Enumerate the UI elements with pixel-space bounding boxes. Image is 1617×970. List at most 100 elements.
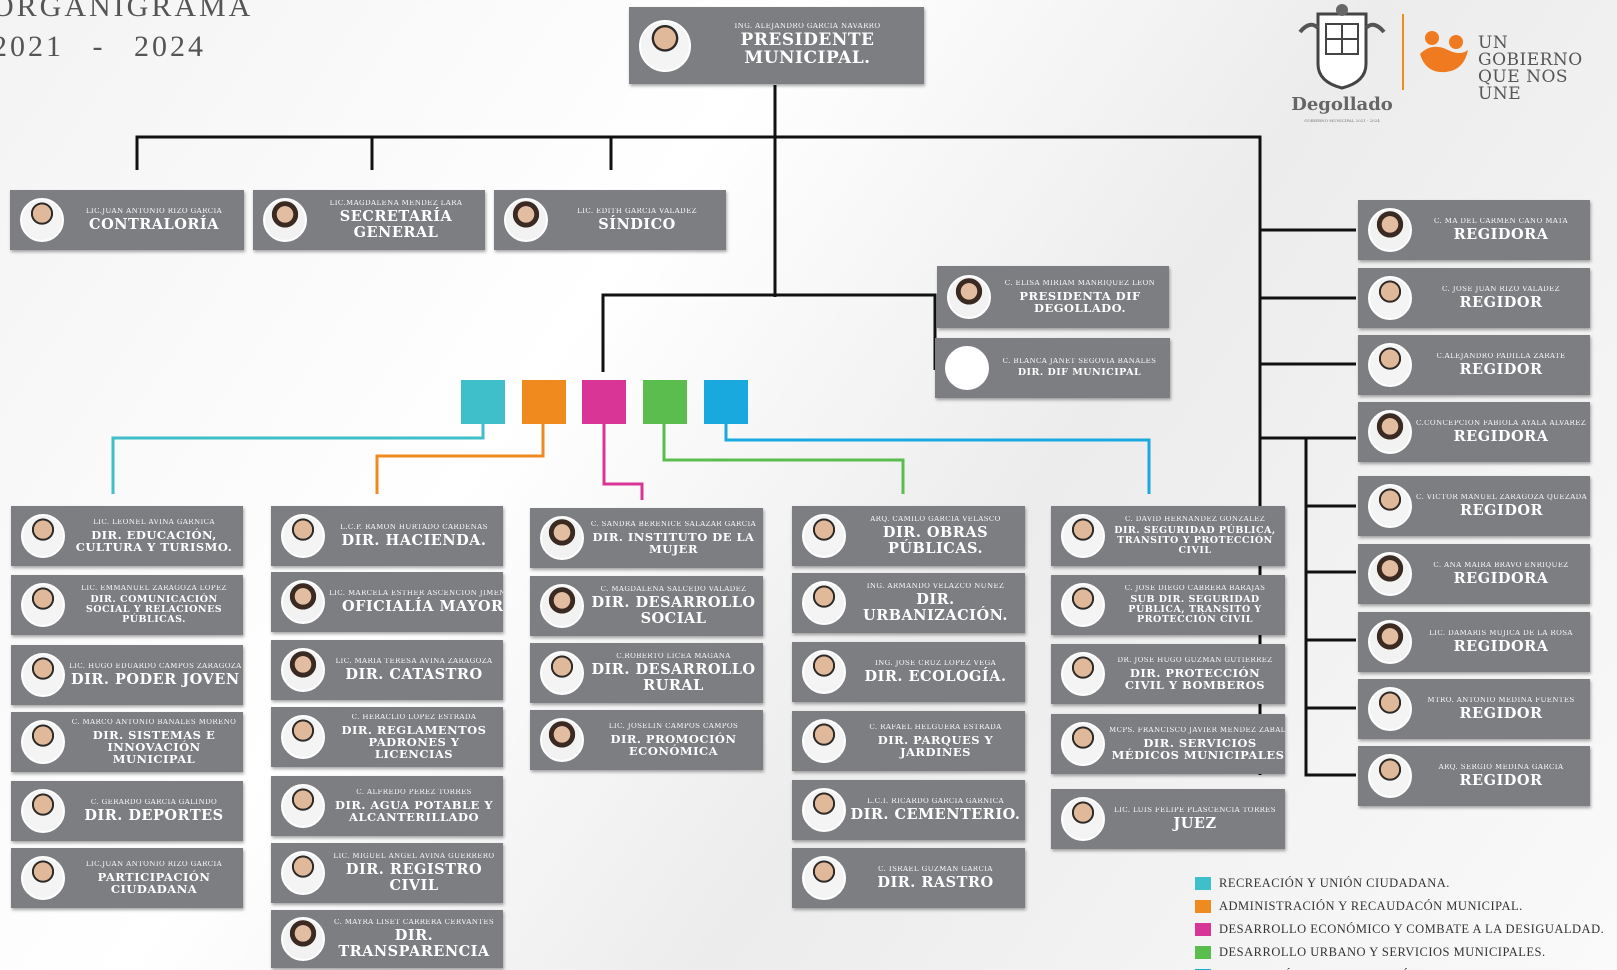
card-name: DR. JOSÉ HUGO GUZMÁN GUTIÉRREZ [1117,657,1273,665]
brand-divider [1402,14,1404,90]
card-name: LIC. MARÍA TERESA AVIÑA ZARAGOZA [335,657,493,665]
avatar [1368,620,1412,664]
card-role: DIR. DESARROLLO RURAL [591,661,756,694]
card-role: SECRETARÍA GENERAL [339,208,453,241]
card-role: SUB DIR. SEGURIDAD PÚBLICA, TRANSITO Y P… [1128,593,1262,625]
card-role: PRESIDENTA DIF DEGOLLADO. [1019,288,1141,315]
municipal-seal-logo [1290,2,1394,90]
legend-item: ADMINISTRACIÓN Y RECAUDACÓN MUNICIPAL. [1195,899,1523,914]
card-presidente-municipal: ING. ALEJANDRO GARCÍA NAVARRO PRESIDENTE… [629,7,924,84]
avatar [21,653,65,697]
legend-label: RECREACIÓN Y UNIÓN CIUDADANA. [1219,876,1450,890]
card-role: CONTRALORÍA [89,216,219,234]
avatar [281,917,325,961]
card-name: ING. ARMANDO VELAZCO NÚÑEZ [866,583,1005,591]
legend-item: RECREACIÓN Y UNIÓN CIUDADANA. [1195,876,1450,891]
category-square-orange [522,380,566,424]
card-role: DIR. PROTECCIÓN CIVIL Y BOMBEROS [1124,665,1266,692]
page-years: 2021 - 2024 [0,30,206,63]
card-name: LIC.MAGDALENA MÉNDEZ LARA [329,200,463,208]
card-name: C.ROBERTO LICEA MAGAÑA [616,653,731,661]
card-role: DIR. CATASTRO [345,666,483,684]
card-role: DIR. INSTITUTO DE LA MUJER [592,529,755,556]
avatar [1061,652,1105,696]
card-role: JUEZ [1173,815,1217,833]
avatar [281,580,325,624]
card-name: C. JOSÉ JUAN RIZO VALADEZ [1442,285,1560,293]
card-name: C.CONCEPCIÓN FABIOLA AYALA ÁLVAREZ [1416,419,1587,427]
slogan: UN GOBIERNO QUE NOS UNE [1478,35,1617,103]
card-role: DIR. URBANIZACIÓN. [863,591,1008,624]
avatar [20,198,64,242]
card-role: DIR. SERVICIOS MÉDICOS MUNICIPALES. [1111,735,1285,762]
avatar [802,514,846,558]
avatar [947,275,991,319]
card-role: REGIDOR [1459,294,1543,312]
card-name: C. RAFAEL HELGUERA ESTRADA [869,724,1002,732]
legend-item: DESARROLLO ECONÓMICO Y COMBATE A LA DESI… [1195,922,1604,937]
legend-swatch [1195,877,1211,890]
card-name: L.C.I. RICARDO GARCÍA GARNICA [867,797,1004,805]
avatar [945,346,989,390]
card-name: LIC. EDITH GARCÍA VALADEZ [577,207,697,215]
card-name: L.C.P. RAMÓN HURTADO CÁRDENAS [340,523,488,531]
card-role: DIR. REGISTRO CIVIL [345,861,483,894]
card-role: DIR. RASTRO [877,874,994,892]
avatar [540,718,584,762]
category-square-magenta [582,380,626,424]
avatar [1368,276,1412,320]
municipality-name: Degollado [1291,94,1393,115]
card-name: C.ALEJANDRO PADILLA ZÁRATE [1436,352,1566,360]
card-name: C. DAVID HERNÁNDEZ GONZALEZ [1125,516,1265,524]
legend-swatch [1195,923,1211,936]
card-name: LIC. MARCELA ESTHER ASCENCIÓN JIMÉNEZ [329,589,503,597]
card-role: REGIDORA [1453,638,1549,656]
avatar [540,651,584,695]
legend-item: DESARROLLO URBANO Y SERVICIOS MUNICIPALE… [1195,945,1546,960]
card-role: DIR. PODER JOVEN [71,671,240,689]
card-name: C. BLANCA JANET SEGOVIA BAÑALES [1002,358,1157,366]
card-name: C. GERARDO GARCÍA GALINDO [90,798,218,806]
avatar [1061,583,1105,627]
card-name: LIC.JUAN ANTONIO RIZO GARCIA [85,861,223,869]
seal-subtext: GOBIERNO MUNICIPAL 2021 - 2024 [1304,118,1380,123]
card-name: C. JOSÉ DIEGO CABRERA BARAJAS [1124,585,1266,593]
legend-swatch [1195,900,1211,913]
card-role: REGIDOR [1459,705,1543,723]
category-square-teal [461,380,505,424]
card-role: REGIDOR [1459,361,1543,379]
card-role: DIR. OBRAS PÚBLICAS. [882,524,989,557]
card-role: DIR. PROMOCIÓN ECONÓMICA [610,731,737,758]
card-role: REGIDORA [1453,226,1549,244]
card-name: C. VÍCTOR MANUEL ZARAGOZA QUEZADA [1416,493,1588,501]
avatar [281,784,325,828]
card-role: PARTICIPACIÓN CIUDADANA [97,869,211,896]
card-role: DIR. DIF MUNICIPAL [1017,366,1142,378]
avatar [639,19,691,72]
card-name: C. ELISA MIRIAM MANRIQUEZ LEÓN [1004,280,1156,288]
card-name: LIC. JOSELIN CAMPOS CAMPOS [608,723,739,731]
